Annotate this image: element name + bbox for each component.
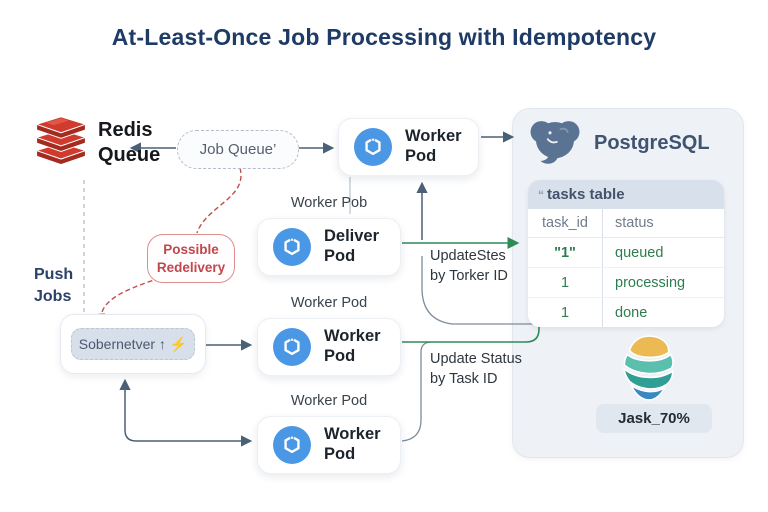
- pod-label: Deliver Pod: [324, 227, 379, 267]
- pod2-caption: Worker Pob: [290, 195, 368, 211]
- pod1-line2: Pod: [405, 147, 437, 165]
- cell-task-id: 1: [560, 304, 570, 321]
- table-row: 1 done: [528, 297, 724, 327]
- pod-label: Worker Pod: [405, 127, 462, 167]
- job-queue-pill: Job Queue’: [177, 130, 299, 169]
- redis-icon: [31, 114, 91, 174]
- pod-icon: [354, 128, 392, 166]
- redis-label-line2: Queue: [98, 144, 161, 166]
- cell-status: queued: [602, 237, 724, 268]
- update-worker-annotation: UpdateStes by Torker ID: [430, 246, 508, 287]
- update-worker-line2: by Torker ID: [430, 268, 508, 285]
- update-task-line1: Update Status: [430, 351, 522, 367]
- worker-pod-1: Worker Pod: [338, 118, 479, 176]
- pod-label: Worker Pod: [324, 327, 381, 367]
- red-dashed-queue-to-bubble: [196, 167, 242, 234]
- col-status: status: [602, 209, 724, 238]
- quote-mark: “: [538, 187, 544, 202]
- worker-pod-4: Worker Pod: [257, 416, 401, 474]
- table-row: "1" queued: [528, 237, 724, 268]
- task-badge: Jask_70%: [596, 404, 712, 433]
- job-queue-label: Job Queue’: [199, 141, 277, 158]
- pod4-line1: Worker: [324, 425, 381, 444]
- cell-status: done: [602, 297, 724, 327]
- tasks-table: task_id status "1" queued 1 processing 1…: [528, 209, 724, 327]
- table-row: 1 processing: [528, 267, 724, 298]
- tasks-table-title: tasks table: [547, 186, 625, 203]
- pod3-line2: Pod: [324, 347, 356, 365]
- redelivery-line2: Redelivery: [156, 259, 226, 275]
- cell-task-id: 1: [528, 267, 603, 298]
- tasks-table-header: “ tasks table: [528, 180, 724, 209]
- pod4-line2: Pod: [324, 445, 356, 463]
- update-worker-line1: UpdateStes: [430, 248, 506, 264]
- pod4-caption: Worker Pod: [290, 393, 368, 409]
- pod2-line1: Deliver: [324, 227, 380, 246]
- scheduler-box: Sobernetver ↑ ⚡: [60, 314, 206, 374]
- col-task-id: task_id: [528, 209, 603, 238]
- pod1-line1: Worker: [405, 127, 462, 146]
- scheduler-label: Sobernetver ↑ ⚡: [78, 335, 188, 352]
- push-jobs-line1: Push: [34, 266, 74, 283]
- page-title: At-Least-Once Job Processing with Idempo…: [111, 24, 657, 50]
- line-pod4-hook: [401, 341, 431, 442]
- arrow-elbow-scheduler-pod4: [119, 378, 253, 447]
- swirl-logo-icon: [614, 332, 684, 404]
- possible-redelivery-bubble: Possible Redelivery: [147, 234, 235, 283]
- pod3-caption: Worker Pod: [290, 295, 368, 311]
- pod-icon: [273, 228, 311, 266]
- pod-icon: [273, 328, 311, 366]
- redelivery-line1: Possible: [163, 241, 219, 257]
- redis-queue-label: Redis Queue: [98, 118, 160, 168]
- worker-pod-2: Deliver Pod: [257, 218, 401, 276]
- tasks-table-card: “ tasks table task_id status "1" queued …: [528, 180, 724, 327]
- badge-label: Jask_70%: [618, 410, 690, 427]
- worker-pod-3: Worker Pod: [257, 318, 401, 376]
- cell-status: processing: [602, 267, 724, 298]
- push-jobs-label: Push Jobs: [34, 264, 73, 307]
- scheduler-pill: Sobernetver ↑ ⚡: [71, 328, 195, 360]
- update-task-annotation: Update Status by Task ID: [430, 349, 522, 390]
- postgresql-elephant-icon: [526, 112, 584, 170]
- pod3-line1: Worker: [324, 327, 381, 346]
- redis-label-line1: Redis: [98, 119, 153, 141]
- postgresql-name: PostgreSQL: [594, 132, 710, 154]
- red-dashed-bubble-to-scheduler: [96, 277, 161, 323]
- tasks-header-row: task_id status: [528, 209, 724, 238]
- update-task-line2: by Task ID: [430, 371, 498, 388]
- cell-task-id: "1": [528, 237, 603, 268]
- line-pod3-to-table: [402, 322, 540, 343]
- pod-icon: [273, 426, 311, 464]
- pod2-line2: Pod: [324, 247, 356, 265]
- push-jobs-line2: Jobs: [34, 287, 72, 305]
- pod-label: Worker Pod: [324, 425, 381, 465]
